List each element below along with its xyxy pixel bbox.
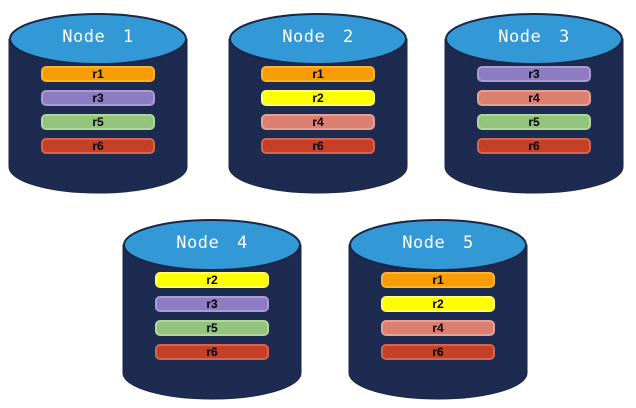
replica-label: r1	[432, 273, 444, 287]
replica-list: r3 r4 r5 r6	[477, 66, 591, 162]
replica-bar: r1	[381, 272, 495, 288]
node-5: Node 5 r1 r2 r4 r6	[348, 218, 528, 401]
replica-label: r1	[92, 67, 104, 81]
replica-bar: r6	[261, 138, 375, 154]
node-1: Node 1 r1 r3 r5 r6	[8, 12, 188, 195]
replica-bar: r3	[155, 296, 269, 312]
replica-label: r5	[92, 115, 104, 129]
replica-label: r5	[206, 321, 218, 335]
replica-label: r3	[528, 67, 540, 81]
replica-label: r4	[432, 321, 444, 335]
replica-label: r4	[528, 91, 540, 105]
replica-label: r6	[528, 139, 540, 153]
node-3: Node 3 r3 r4 r5 r6	[444, 12, 624, 195]
replica-bar: r6	[155, 344, 269, 360]
replica-bar: r3	[477, 66, 591, 82]
replica-bar: r6	[41, 138, 155, 154]
replica-bar: r6	[477, 138, 591, 154]
replica-label: r6	[432, 345, 444, 359]
node-2: Node 2 r1 r2 r4 r6	[228, 12, 408, 195]
replica-list: r2 r3 r5 r6	[155, 272, 269, 368]
replica-bar: r4	[477, 90, 591, 106]
replica-label: r2	[312, 91, 324, 105]
replica-bar: r5	[41, 114, 155, 130]
replica-list: r1 r2 r4 r6	[261, 66, 375, 162]
replica-bar: r5	[477, 114, 591, 130]
node-4: Node 4 r2 r3 r5 r6	[122, 218, 302, 401]
replica-label: r5	[528, 115, 540, 129]
replica-label: r4	[312, 115, 324, 129]
replica-bar: r2	[381, 296, 495, 312]
replica-label: r3	[92, 91, 104, 105]
replica-bar: r4	[261, 114, 375, 130]
replica-bar: r6	[381, 344, 495, 360]
replica-label: r6	[312, 139, 324, 153]
replica-label: r2	[432, 297, 444, 311]
replica-label: r1	[312, 67, 324, 81]
replica-bar: r2	[261, 90, 375, 106]
replica-bar: r1	[41, 66, 155, 82]
replica-bar: r2	[155, 272, 269, 288]
replica-label: r3	[206, 297, 218, 311]
replica-list: r1 r3 r5 r6	[41, 66, 155, 162]
replica-bar: r3	[41, 90, 155, 106]
replica-bar: r1	[261, 66, 375, 82]
replica-bar: r5	[155, 320, 269, 336]
replica-bar: r4	[381, 320, 495, 336]
replica-label: r6	[92, 139, 104, 153]
replica-label: r2	[206, 273, 218, 287]
replica-list: r1 r2 r4 r6	[381, 272, 495, 368]
replica-label: r6	[206, 345, 218, 359]
